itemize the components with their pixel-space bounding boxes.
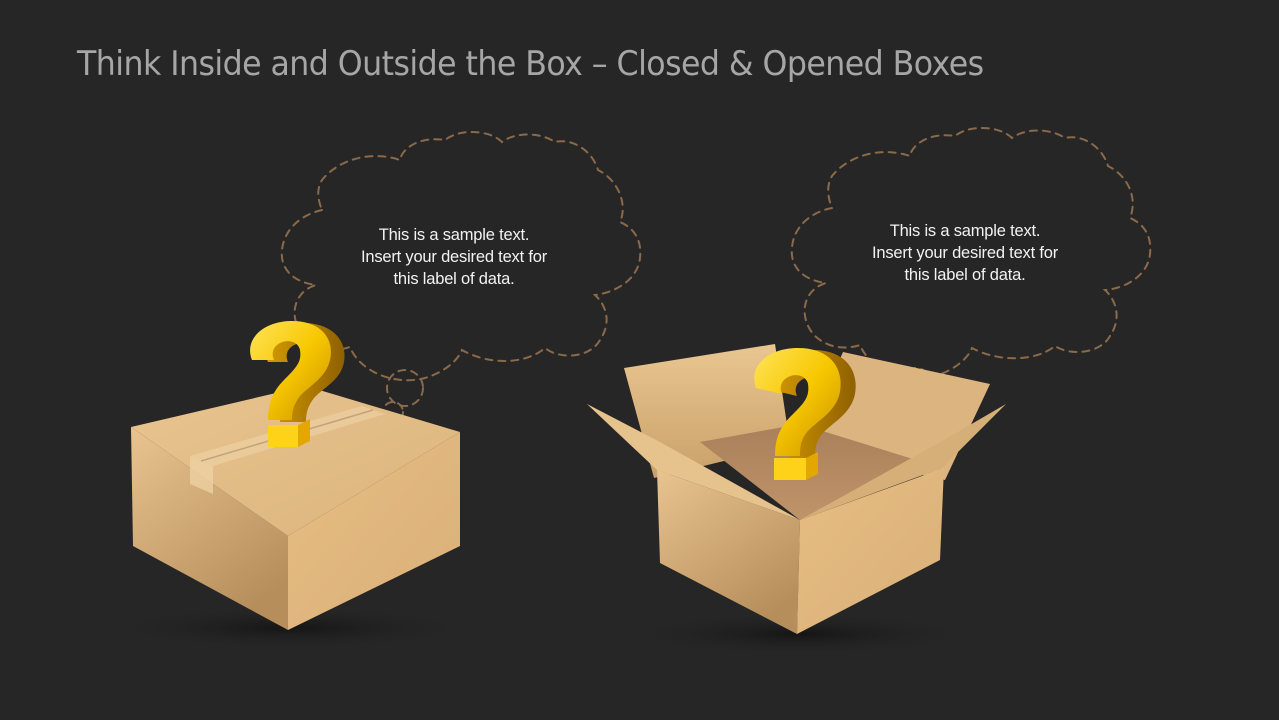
left-thought-line-2: Insert your desired text for bbox=[360, 248, 548, 266]
right-thought-text[interactable]: This is a sample text. Insert your desir… bbox=[851, 220, 1079, 286]
closed-box-icon bbox=[131, 386, 460, 630]
open-box-icon bbox=[587, 344, 1006, 634]
question-mark-icon-closed-box bbox=[250, 320, 345, 447]
question-mark-icon-open-box bbox=[754, 348, 856, 480]
right-thought-line-3: this label of data. bbox=[904, 266, 1026, 284]
left-thought-text[interactable]: This is a sample text. Insert your desir… bbox=[340, 224, 568, 290]
slide-title[interactable]: Think Inside and Outside the Box – Close… bbox=[77, 44, 984, 84]
left-thought-line-1: This is a sample text. bbox=[378, 226, 530, 244]
open-box-shadow bbox=[620, 612, 980, 656]
left-thought-line-3: this label of data. bbox=[393, 270, 515, 288]
right-thought-line-1: This is a sample text. bbox=[889, 222, 1041, 240]
right-thought-line-2: Insert your desired text for bbox=[871, 244, 1059, 262]
